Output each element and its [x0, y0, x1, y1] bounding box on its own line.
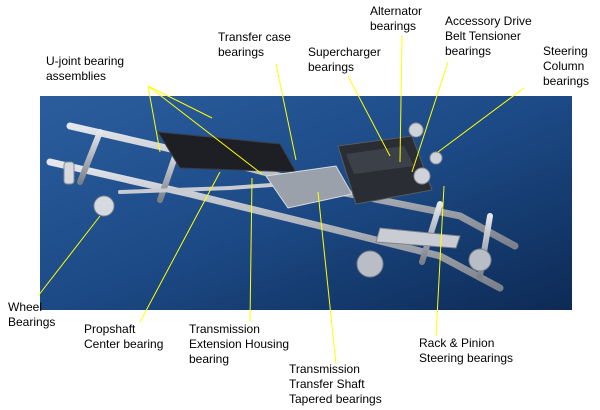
- label-transfer-case-bearings: Transfer case bearings: [218, 30, 291, 59]
- label-wheel-bearings: Wheel Bearings: [8, 300, 56, 329]
- rear-axle: [63, 161, 115, 217]
- label-accessory-drive-bearings: Accessory Drive Belt Tensioner bearings: [445, 14, 532, 58]
- chassis-photo: [40, 96, 572, 310]
- label-alternator-bearings: Alternator bearings: [370, 4, 423, 33]
- label-ujoint-bearings: U-joint bearing assemblies: [46, 54, 125, 83]
- label-rack-pinion-steering-bearings: Rack & Pinion Steering bearings: [419, 336, 514, 365]
- label-steering-column-bearings: Steering Column bearings: [543, 44, 590, 88]
- label-propshaft-center-bearing: Propshaft Center bearing: [84, 322, 164, 351]
- label-transmission-transfer-shaft-bearings: Transmission Transfer Shaft Tapered bear…: [289, 362, 382, 406]
- label-transmission-extension-housing-bearing: Transmission Extension Housing bearing: [189, 322, 290, 366]
- label-supercharger-bearings: Supercharger bearings: [308, 45, 381, 74]
